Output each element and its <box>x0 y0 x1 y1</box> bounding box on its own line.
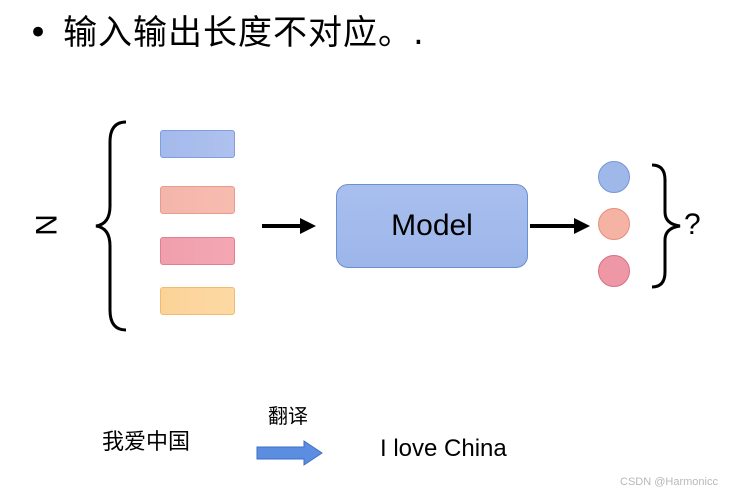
watermark: CSDN @Harmonicc <box>620 476 718 488</box>
model-label: Model <box>391 209 473 242</box>
left-curly-brace <box>95 120 127 332</box>
output-token <box>598 161 630 193</box>
source-sentence: 我爱中国 <box>102 430 191 455</box>
output-token <box>598 255 630 287</box>
title-text: 输入输出长度不对应。. <box>63 13 425 53</box>
slide-title: • 输入输出长度不对应。. <box>28 8 425 58</box>
sequence-length-label: N <box>28 214 62 236</box>
right-curly-brace <box>651 163 681 289</box>
bullet-point: • <box>28 13 50 53</box>
arrow-from-model <box>530 218 590 234</box>
input-vector <box>160 130 235 158</box>
arrow-to-model <box>262 218 316 234</box>
input-vector <box>160 237 235 265</box>
translate-arrow <box>256 440 323 466</box>
translate-label: 翻译 <box>268 404 308 428</box>
unknown-output-length: ? <box>684 208 701 241</box>
model-box: Model <box>336 184 528 268</box>
target-sentence: I love China <box>380 435 507 462</box>
input-vector <box>160 186 235 214</box>
output-token <box>598 208 630 240</box>
input-vector <box>160 287 235 315</box>
